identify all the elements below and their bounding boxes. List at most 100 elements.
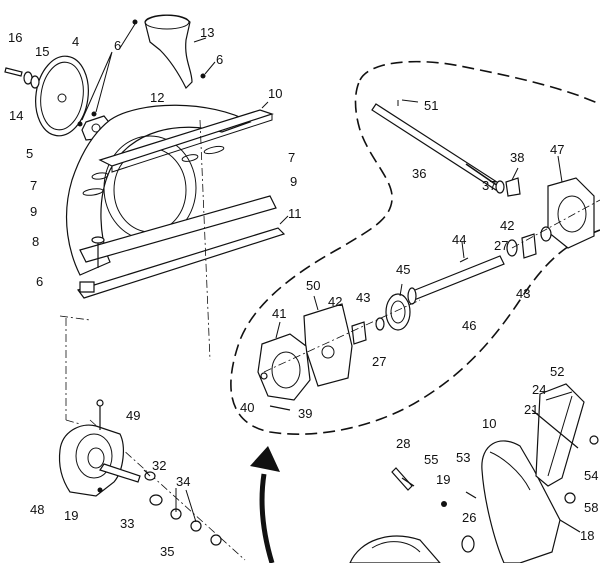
washer-27-lower — [375, 317, 385, 331]
callout-label: 10 — [482, 416, 496, 431]
callout-label: 34 — [176, 474, 190, 489]
callout-label: 9 — [290, 174, 297, 189]
callout-label: 35 — [160, 544, 174, 559]
retaining-ring-37 — [495, 180, 505, 194]
callout-label: 4 — [72, 34, 79, 49]
callout-label: 6 — [114, 38, 121, 53]
callout-label: 33 — [120, 516, 134, 531]
shaft-end — [99, 463, 141, 483]
callout-label: 13 — [200, 25, 214, 40]
callout-label: 12 — [150, 90, 164, 105]
callout-label: 41 — [272, 306, 286, 321]
callout-label: 58 — [584, 500, 598, 515]
plug-40 — [260, 372, 268, 380]
carriage-bolt-head — [91, 236, 105, 244]
screw-dot — [200, 73, 206, 79]
callout-label: 39 — [298, 406, 312, 421]
callout-label: 8 — [32, 234, 39, 249]
callout-label: 53 — [456, 450, 470, 465]
callout-label: 50 — [306, 278, 320, 293]
callout-label: 55 — [424, 452, 438, 467]
callout-label: 43 — [516, 286, 530, 301]
callout-label: 42 — [500, 218, 514, 233]
callout-label: 5 — [26, 146, 33, 161]
bolt-16 — [4, 67, 23, 77]
auger-blade-detail — [371, 541, 421, 553]
callout-label: 19 — [436, 472, 450, 487]
callout-label: 51 — [424, 98, 438, 113]
callout-label: 26 — [462, 510, 476, 525]
callout-label: 18 — [580, 528, 594, 543]
direction-arrow — [259, 473, 275, 563]
leader — [511, 167, 519, 181]
leader — [143, 469, 197, 523]
subassembly-boundary — [230, 60, 600, 435]
washer — [210, 534, 222, 546]
callout-labels: 16 15 14 4 6 13 6 12 10 5 7 7 9 9 11 8 6… — [8, 25, 598, 559]
callout-label: 6 — [36, 274, 43, 289]
handle-52-edge — [545, 391, 573, 477]
nut-58 — [564, 492, 576, 504]
callout-label: 24 — [532, 382, 546, 397]
shaft-46 — [409, 255, 505, 301]
callout-label: 15 — [35, 44, 49, 59]
callout-label: 46 — [462, 318, 476, 333]
leader — [313, 295, 319, 311]
nut-6 — [79, 281, 95, 293]
scraper-bar-top-edge — [111, 114, 273, 173]
bearing-43-lower — [351, 321, 367, 345]
bolt-53 — [465, 491, 477, 499]
gear-case-41 — [257, 333, 311, 401]
bearing-43-upper — [521, 233, 537, 259]
shaft-46-end — [407, 287, 417, 305]
bearing-flange-hole — [91, 123, 101, 133]
gear-38 — [505, 177, 521, 197]
screw-dot — [132, 19, 138, 25]
callout-label: 10 — [268, 86, 282, 101]
frame-10-edge — [489, 451, 531, 491]
callout-label: 43 — [356, 290, 370, 305]
slot-7 — [203, 145, 225, 155]
rod-21 — [531, 409, 579, 449]
callout-label: 14 — [9, 108, 23, 123]
callout-label: 19 — [64, 508, 78, 523]
callout-label: 11 — [288, 206, 302, 221]
frame-10 — [481, 440, 561, 563]
auger-blade — [349, 535, 441, 563]
shave-plate — [79, 195, 277, 263]
screw-dot-19 — [441, 501, 447, 507]
callout-label: 45 — [396, 262, 410, 277]
callout-label: 40 — [240, 400, 254, 415]
gear-housing-hub — [87, 447, 105, 469]
chute-adapter-rim — [144, 14, 190, 30]
shaft-36 — [371, 103, 501, 191]
leader — [557, 155, 563, 183]
callout-label: 36 — [412, 166, 426, 181]
shaft-36-spline — [465, 163, 499, 187]
callout-label: 16 — [8, 30, 22, 45]
slot — [181, 154, 199, 162]
bearing-26 — [461, 535, 475, 553]
leader — [399, 283, 403, 297]
bushing-55 — [401, 477, 415, 487]
centerline — [511, 199, 600, 249]
centerline — [263, 299, 421, 373]
pulley-inner — [40, 61, 84, 131]
callout-label: 28 — [396, 436, 410, 451]
gear-case-47 — [547, 177, 595, 249]
bolt-28 — [391, 467, 413, 491]
callout-label: 48 — [30, 502, 44, 517]
nut-54 — [589, 435, 599, 445]
gasket-50 — [303, 303, 353, 387]
screw-39 — [269, 405, 291, 411]
wear-bar — [77, 227, 286, 299]
washer-34 — [190, 520, 202, 532]
auger-housing — [65, 104, 252, 276]
callout-label: 6 — [216, 52, 223, 67]
leader — [461, 241, 465, 259]
gear-case-47-bore — [557, 195, 587, 233]
callout-label: 44 — [452, 232, 466, 247]
bolt-18 — [559, 519, 581, 533]
callout-label: 37 — [482, 178, 496, 193]
callout-label: 54 — [584, 468, 598, 483]
